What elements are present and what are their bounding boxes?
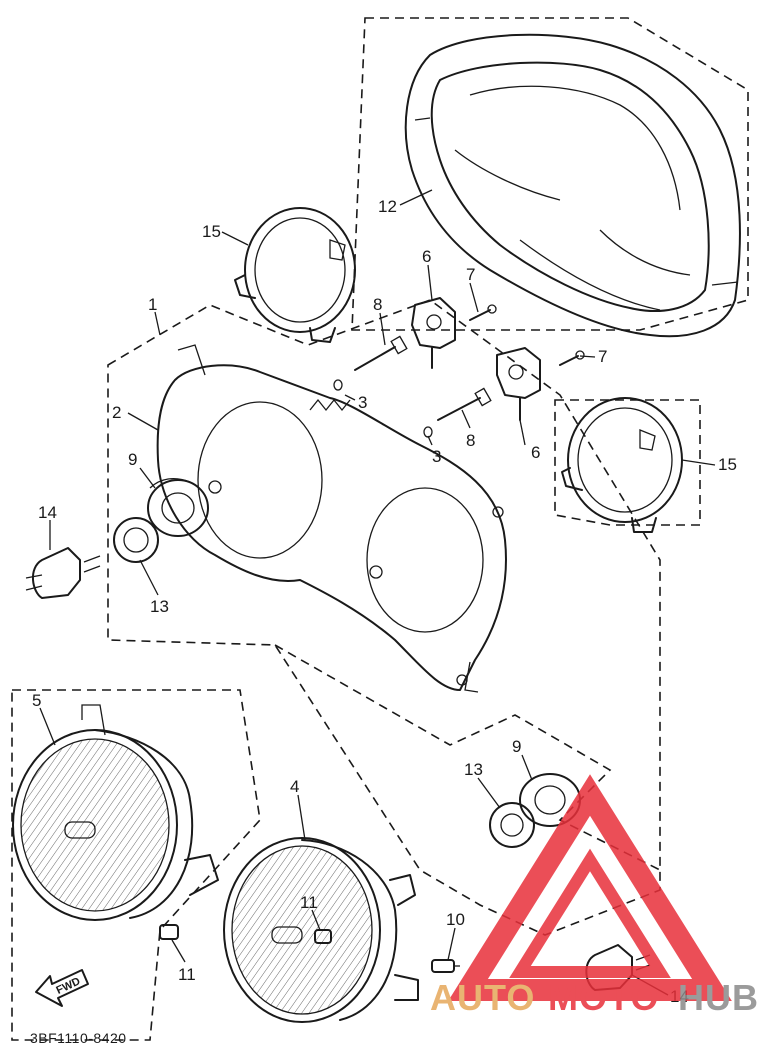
adjuster-bracket-lower (496, 347, 541, 421)
callout-6a: 6 (422, 247, 431, 266)
headlight-rim-right (561, 397, 683, 533)
callout-4: 4 (290, 777, 299, 796)
callout-7a: 7 (466, 265, 475, 284)
callout-13b: 13 (464, 760, 483, 779)
spring-lower (423, 426, 433, 438)
callout-15b: 15 (718, 455, 737, 474)
callout-11b: 11 (300, 893, 318, 912)
headlight-left (12, 704, 219, 921)
callout-5: 5 (32, 691, 41, 710)
headlight-bulb-left (25, 547, 101, 599)
callout-2: 2 (112, 403, 121, 422)
forward-direction-arrow: FWD (35, 969, 89, 1007)
adjuster-bolt-lower (437, 387, 492, 421)
adjuster-bracket-upper (411, 297, 456, 369)
callout-3b: 3 (432, 447, 441, 466)
callout-10: 10 (446, 910, 465, 929)
watermark-logo: AUTO MOTO HUB (430, 774, 759, 1018)
headlight-cowling (404, 33, 741, 338)
callout-15a: 15 (202, 222, 221, 241)
bulb-pilot (431, 959, 460, 973)
callout-6b: 6 (531, 443, 540, 462)
watermark-text-moto: MOTO (548, 977, 659, 1018)
callout-9a: 9 (128, 450, 137, 469)
callout-11a: 11 (178, 965, 196, 984)
callout-7b: 7 (598, 347, 607, 366)
callout-13a: 13 (150, 597, 169, 616)
lamp-group-boundary (11, 689, 261, 1041)
screw-11-left (159, 924, 179, 940)
callout-8a: 8 (373, 295, 382, 314)
cowling-group-boundary (351, 17, 749, 331)
adjuster-bolt-upper (354, 335, 408, 371)
bulb-holder-left (113, 517, 159, 563)
callout-8b: 8 (466, 431, 475, 450)
callout-leaders (39, 189, 716, 996)
callout-9b: 9 (512, 737, 521, 756)
watermark-triangle-icon (448, 774, 732, 1001)
part-code: 3BF1110-8420 (30, 1030, 127, 1046)
screw-upper (469, 304, 497, 321)
headlight-rim-upper (234, 207, 356, 343)
bulb-holder-right (489, 802, 535, 848)
callout-3a: 3 (358, 393, 367, 412)
callout-14a: 14 (38, 503, 57, 522)
spring-upper (333, 379, 343, 391)
headlight-right (223, 837, 419, 1023)
callout-1: 1 (148, 295, 157, 314)
screw-lower (559, 350, 585, 366)
bulb-socket-left (147, 477, 209, 537)
screw-11-right (314, 929, 332, 944)
headlight-bracket (156, 344, 507, 693)
watermark-text-hub: HUB (678, 977, 759, 1018)
watermark-text-auto: AUTO (430, 977, 535, 1018)
callout-12: 12 (378, 197, 397, 216)
